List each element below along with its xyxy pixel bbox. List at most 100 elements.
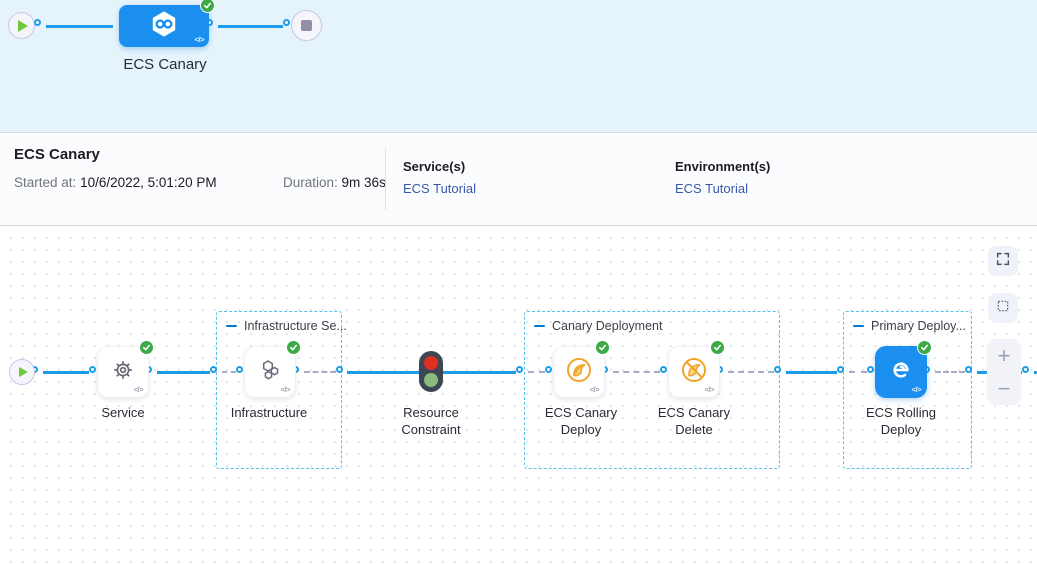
started-at: Started at: 10/6/2022, 5:01:20 PM bbox=[14, 175, 217, 190]
environments-block: Environment(s) ECS Tutorial bbox=[675, 159, 770, 196]
step-ecs-rolling-deploy[interactable]: </> bbox=[875, 340, 932, 398]
summary-divider bbox=[385, 148, 386, 210]
connector-dot bbox=[545, 366, 552, 373]
pipeline-title: ECS Canary bbox=[14, 146, 100, 163]
step-ecs-canary-deploy[interactable]: </> bbox=[553, 340, 610, 398]
harness-cd-hexagon-icon bbox=[148, 8, 180, 45]
collapse-minus-icon bbox=[853, 324, 864, 328]
code-glyph-icon: </> bbox=[589, 385, 600, 394]
duration: Duration: 9m 36s bbox=[283, 175, 386, 190]
duration-label: Duration: bbox=[283, 175, 338, 190]
ecs-swirl-icon bbox=[888, 357, 914, 388]
fit-to-screen-button[interactable] bbox=[988, 293, 1018, 323]
success-check-icon bbox=[917, 340, 932, 355]
started-label: Started at: bbox=[14, 175, 77, 190]
zoom-controls: + − bbox=[987, 339, 1021, 405]
duration-value: 9m 36s bbox=[341, 175, 386, 190]
step-label: Service bbox=[101, 405, 145, 420]
pipeline-end-node[interactable] bbox=[291, 10, 322, 41]
code-glyph-icon: </> bbox=[194, 35, 205, 44]
connector-dot bbox=[965, 366, 972, 373]
dashed-connector bbox=[849, 371, 867, 373]
selection-square-icon bbox=[995, 298, 1011, 319]
connector-line bbox=[43, 371, 89, 374]
environments-label: Environment(s) bbox=[675, 159, 771, 174]
dashed-connector bbox=[222, 371, 236, 373]
gear-icon bbox=[109, 356, 137, 389]
step-label: Infrastructure bbox=[230, 405, 308, 420]
stop-icon bbox=[301, 20, 312, 31]
stage-node-label: ECS Canary bbox=[123, 56, 207, 73]
success-check-icon bbox=[710, 340, 725, 355]
dashed-connector bbox=[728, 371, 774, 373]
dashed-connector bbox=[613, 371, 660, 373]
step-service[interactable]: </> bbox=[97, 340, 154, 398]
connector-dot bbox=[1022, 366, 1029, 373]
environments-link[interactable]: ECS Tutorial bbox=[675, 181, 748, 196]
step-label: ECS Canary Deploy bbox=[544, 405, 618, 437]
collapse-minus-icon bbox=[226, 324, 237, 328]
dashed-connector bbox=[935, 371, 965, 373]
step-resource-constraint[interactable] bbox=[419, 351, 443, 392]
group-label: Infrastructure Se... bbox=[244, 319, 347, 333]
execution-summary-bar: ECS Canary Started at: 10/6/2022, 5:01:2… bbox=[0, 134, 1037, 226]
strip-connector-line bbox=[218, 25, 283, 28]
step-label: Resource Constraint bbox=[401, 405, 461, 437]
step-ecs-canary-delete[interactable]: </> bbox=[668, 340, 725, 398]
execution-graph-canvas[interactable]: Infrastructure Se... Canary Deployment P… bbox=[0, 227, 1037, 564]
strip-connector-line bbox=[46, 25, 113, 28]
collapse-minus-icon bbox=[534, 324, 545, 328]
group-label: Primary Deploy... bbox=[871, 319, 966, 333]
group-header-primary-deployment[interactable]: Primary Deploy... bbox=[853, 319, 966, 333]
started-value: 10/6/2022, 5:01:20 PM bbox=[80, 175, 217, 190]
connector-line bbox=[157, 371, 210, 374]
connector-dot bbox=[837, 366, 844, 373]
traffic-light-red-icon bbox=[424, 356, 438, 370]
success-check-icon bbox=[286, 340, 301, 355]
success-check-icon bbox=[139, 340, 154, 355]
connector-dot bbox=[774, 366, 781, 373]
connector-dot bbox=[89, 366, 96, 373]
connector-dot bbox=[210, 366, 217, 373]
connector-line bbox=[786, 371, 837, 374]
connector-dot bbox=[236, 366, 243, 373]
step-label: ECS Rolling Deploy bbox=[865, 405, 937, 437]
traffic-light-green-icon bbox=[424, 373, 438, 387]
group-header-canary-deployment[interactable]: Canary Deployment bbox=[534, 319, 662, 333]
connector-line bbox=[347, 371, 419, 374]
step-infrastructure[interactable]: </> bbox=[244, 340, 301, 398]
graph-start-node[interactable] bbox=[9, 359, 35, 385]
services-block: Service(s) ECS Tutorial bbox=[403, 159, 476, 196]
stage-strip: </> ECS Canary bbox=[0, 0, 1037, 133]
success-check-icon bbox=[595, 340, 610, 355]
group-primary-deployment: Primary Deploy... bbox=[843, 311, 972, 469]
group-infrastructure: Infrastructure Se... bbox=[216, 311, 347, 469]
services-label: Service(s) bbox=[403, 159, 466, 174]
zoom-in-button[interactable]: + bbox=[997, 342, 1011, 368]
connector-dot bbox=[867, 366, 874, 373]
group-header-infrastructure[interactable]: Infrastructure Se... bbox=[226, 319, 347, 333]
play-icon bbox=[18, 19, 28, 32]
connector-dot bbox=[660, 366, 667, 373]
hexagons-icon bbox=[256, 356, 284, 389]
connector-dot bbox=[516, 366, 523, 373]
step-label: ECS Canary Delete bbox=[657, 405, 731, 437]
fullscreen-icon bbox=[995, 251, 1011, 272]
connector-line bbox=[443, 371, 516, 374]
connector-dot bbox=[336, 366, 343, 373]
canary-bird-icon bbox=[564, 355, 594, 390]
code-glyph-icon: </> bbox=[280, 385, 291, 394]
code-glyph-icon: </> bbox=[704, 385, 715, 394]
connector-line bbox=[1034, 371, 1037, 374]
code-glyph-icon: </> bbox=[133, 385, 144, 394]
play-icon bbox=[19, 367, 28, 377]
services-link[interactable]: ECS Tutorial bbox=[403, 181, 476, 196]
zoom-out-button[interactable]: − bbox=[997, 375, 1011, 401]
fullscreen-button[interactable] bbox=[988, 246, 1018, 276]
connector-dot bbox=[283, 19, 290, 26]
dashed-connector bbox=[528, 371, 545, 373]
pipeline-start-node[interactable] bbox=[8, 12, 35, 39]
code-glyph-icon: </> bbox=[911, 385, 922, 394]
stage-node-ecs-canary[interactable]: </> bbox=[119, 0, 215, 47]
